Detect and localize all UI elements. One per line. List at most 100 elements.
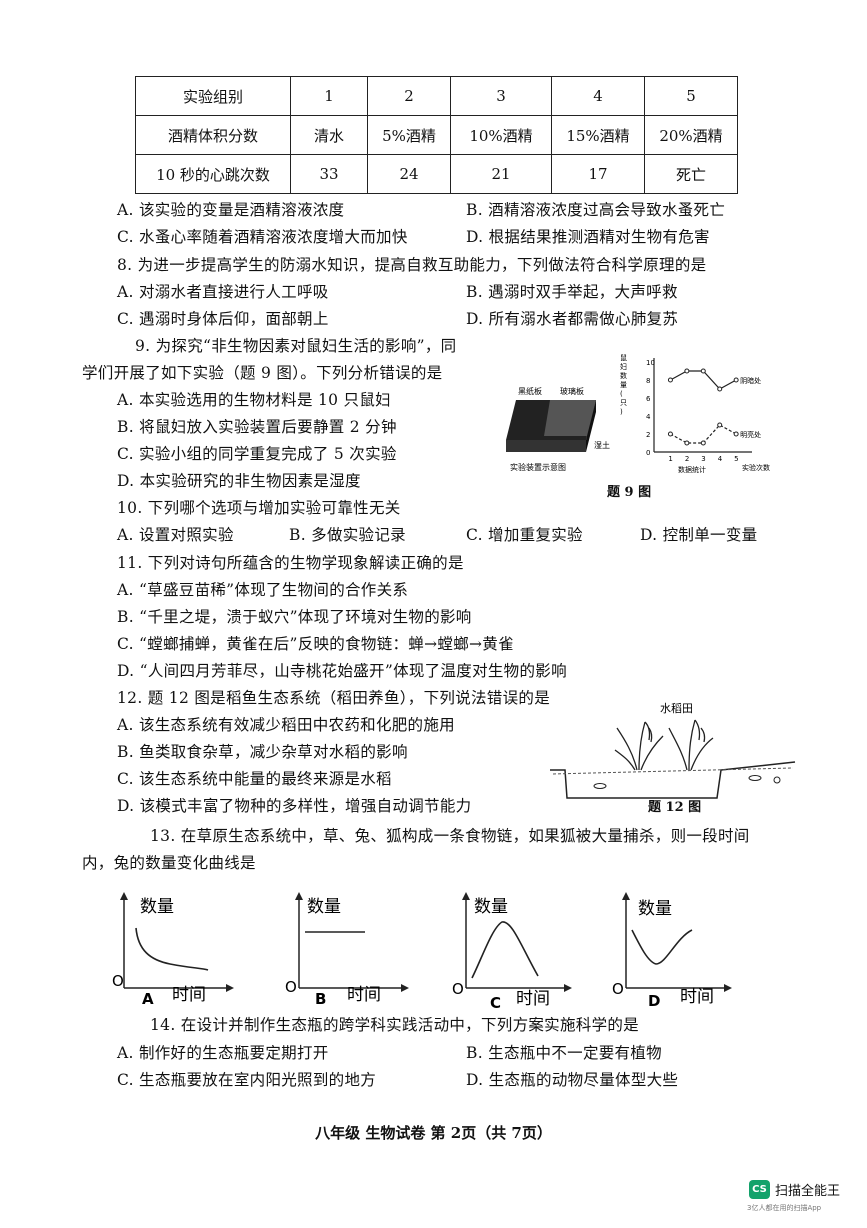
q8-option-c: C. 遇溺时身体后仰，面部朝上: [117, 310, 329, 328]
q9-option-d: D. 本实验研究的非生物因素是湿度: [117, 472, 361, 490]
data-point: [667, 377, 673, 383]
label-black-board: 黑纸板: [518, 386, 542, 396]
table-cell: 1: [290, 76, 368, 116]
data-point: [700, 368, 706, 374]
q13-graph-a: 数量 O A 时间: [112, 892, 234, 1008]
x-axis-label: 时间: [172, 985, 206, 1005]
q14-option-d: D. 生态瓶的动物尽量体型大些: [466, 1071, 679, 1089]
data-point: [684, 368, 690, 374]
table-cell: 20%酒精: [644, 115, 738, 155]
table-row: 实验组别 1 2 3 4 5: [135, 76, 738, 116]
data-point: [733, 431, 739, 437]
q8-option-b: B. 遇溺时双手举起，大声呼救: [466, 283, 678, 301]
q10-option-c: C. 增加重复实验: [466, 526, 583, 544]
q14-option-b: B. 生态瓶中不一定要有植物: [466, 1044, 662, 1062]
q13-graph-c: 数量 O C 时间: [452, 892, 572, 1012]
data-point: [684, 440, 690, 446]
data-point: [717, 386, 723, 392]
y-axis-label-char: 妇: [620, 362, 627, 371]
q14-stem: 14. 在设计并制作生态瓶的跨学科实践活动中，下列方案实施科学的是: [150, 1016, 639, 1034]
data-point: [733, 377, 739, 383]
rice-plant-left: [614, 721, 664, 771]
table-cell: 2: [367, 76, 451, 116]
q12-option-b: B. 鱼类取食杂草，减少杂草对水稻的影响: [117, 743, 408, 761]
origin-label: O: [285, 978, 297, 996]
table-cell: 实验组别: [135, 76, 291, 116]
q9-caption: 题 9 图: [607, 485, 652, 500]
q13-graph-b: 数量 O B 时间: [285, 892, 409, 1008]
q12-stem: 12. 题 12 图是稻鱼生态系统（稻田养鱼），下列说法错误的是: [117, 689, 551, 707]
series-line-bright: [670, 424, 737, 444]
series-label: 明亮处: [740, 430, 761, 439]
tray-front: [506, 440, 586, 452]
x-tick-label: 3: [701, 455, 705, 463]
paddy-outline: [550, 761, 796, 799]
q10-option-a: A. 设置对照实验: [117, 526, 234, 544]
x-axis-label: 实验次数: [742, 463, 770, 472]
curve-d: [631, 929, 693, 965]
q7-option-b: B. 酒精溶液浓度过高会导致水蚤死亡: [466, 201, 726, 219]
y-axis-label: 数量: [474, 897, 508, 917]
q13-stem-cont: 内，兔的数量变化曲线是: [82, 854, 256, 872]
y-axis-label-char: 量: [620, 381, 627, 389]
q8-option-a: A. 对溺水者直接进行人工呼吸: [117, 283, 329, 301]
q9-option-c: C. 实验小组的同学重复完成了 5 次实验: [117, 445, 397, 463]
data-point: [717, 422, 723, 428]
tray-side: [586, 400, 596, 452]
y-axis-label: 数量: [638, 899, 672, 919]
table-cell: 17: [551, 154, 645, 194]
q10-stem: 10. 下列哪个选项与增加实验可靠性无关: [117, 499, 401, 517]
y-tick-label: 4: [646, 413, 651, 421]
x-tick-label: 1: [668, 455, 672, 463]
origin-label: O: [612, 980, 624, 998]
table-cell: 5: [644, 76, 738, 116]
table-row: 10 秒的心跳次数 33 24 21 17 死亡: [135, 154, 738, 194]
table-cell: 15%酒精: [551, 115, 645, 155]
y-axis-label-char: 数: [620, 371, 627, 380]
y-axis-label: 数量: [140, 897, 174, 917]
x-axis-label: 时间: [680, 987, 714, 1007]
q11-option-b: B. “千里之堤，溃于蚁穴”体现了环境对生物的影响: [117, 608, 472, 626]
y-tick-label: 2: [646, 431, 650, 439]
scanner-watermark: CS 扫描全能王: [749, 1180, 840, 1199]
q12-option-d: D. 该模式丰富了物种的多样性，增强自动调节能力: [117, 797, 472, 815]
snail-icon: [773, 776, 781, 784]
q9-apparatus-figure: 黑纸板 玻璃板 湿土 实验装置示意图: [506, 386, 610, 472]
watermark-title: 扫描全能王: [775, 1184, 841, 1199]
origin-label: O: [112, 972, 124, 990]
table-cell: 10 秒的心跳次数: [135, 154, 291, 194]
q9-option-a: A. 本实验选用的生物材料是 10 只鼠妇: [117, 391, 391, 409]
table-cell: 死亡: [644, 154, 738, 194]
series-line-dark: [670, 370, 737, 390]
q13-graph-d: 数量 O D 时间: [612, 892, 732, 1010]
table-cell: 21: [450, 154, 552, 194]
fish-icon: [593, 783, 607, 789]
q12-rice-paddy-figure: 水稻田: [550, 702, 796, 799]
q14-option-c: C. 生态瓶要放在室内阳光照到的地方: [117, 1071, 377, 1089]
q12-option-c: C. 该生态系统中能量的最终来源是水稻: [117, 770, 392, 788]
table-cell: 清水: [290, 115, 368, 155]
q7-option-c: C. 水蚤心率随着酒精溶液浓度增大而加快: [117, 228, 408, 246]
option-label: C: [490, 994, 501, 1012]
table-cell: 33: [290, 154, 368, 194]
page-footer: 八年级 生物试卷 第 2页（共 7页）: [315, 1124, 552, 1142]
label-setup-caption: 实验装置示意图: [510, 462, 566, 472]
table-cell: 4: [551, 76, 645, 116]
q12-option-a: A. 该生态系统有效减少稻田中农药和化肥的施用: [117, 716, 455, 734]
q10-option-b: B. 多做实验记录: [289, 526, 406, 544]
y-axis-label: 数量: [307, 897, 341, 917]
q7-option-d: D. 根据结果推测酒精对生物有危害: [466, 228, 710, 246]
table-cell: 10%酒精: [450, 115, 552, 155]
q11-option-c: C. “螳螂捕蝉，黄雀在后”反映的食物链：蝉→螳螂→黄雀: [117, 635, 514, 653]
y-axis-label-char: (: [620, 390, 623, 398]
q13-stem: 13. 在草原生态系统中，草、兔、狐构成一条食物链，如果狐被大量捕杀，则一段时间: [150, 827, 750, 845]
label-wet-soil: 湿土: [594, 440, 610, 450]
table-row: 酒精体积分数 清水 5%酒精 10%酒精 15%酒精 20%酒精: [135, 115, 738, 155]
q9-stem-cont: 学们开展了如下实验（题 9 图）。下列分析错误的是: [82, 364, 443, 382]
q11-option-a: A. “草盛豆苗稀”体现了生物间的合作关系: [117, 581, 409, 599]
q9-stem: 9. 为探究“非生物因素对鼠妇生活的影响”，同: [135, 337, 457, 355]
y-axis-label-char: 只: [620, 399, 627, 407]
fish-icon: [748, 775, 762, 781]
